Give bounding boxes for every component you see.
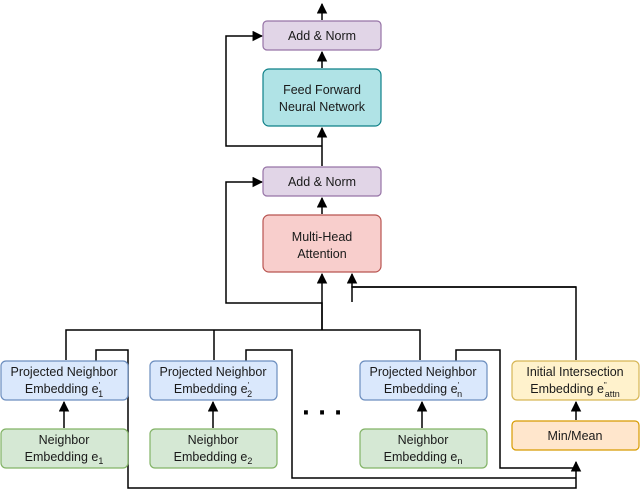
init-line1: Initial Intersection bbox=[526, 365, 623, 379]
mha-label-line2: Attention bbox=[297, 247, 346, 261]
query-to-mha-arrow bbox=[346, 272, 576, 288]
add-norm-mid-label: Add & Norm bbox=[288, 175, 356, 189]
proj2-to-minmean-wire bbox=[245, 349, 576, 479]
initial-intersection-box: Initial Intersection Embedding e"attn bbox=[511, 360, 640, 401]
multi-head-attention-box: Multi-Head Attention bbox=[262, 214, 382, 273]
projected-neighbor-n-box: Projected Neighbor Embedding e'n bbox=[359, 360, 488, 401]
projn-line2: Embedding e'n bbox=[384, 381, 462, 399]
add-norm-top-box: Add & Norm bbox=[262, 20, 382, 51]
proj1-to-minmean-wire bbox=[95, 349, 577, 489]
nb2-line2: Embedding e2 bbox=[174, 450, 253, 466]
neighbor-embedding-2-box: Neighbor Embedding e2 bbox=[149, 428, 278, 469]
nbn-line1: Neighbor bbox=[398, 433, 449, 447]
min-mean-box: Min/Mean bbox=[511, 420, 640, 451]
ffn-label-line2: Neural Network bbox=[279, 100, 366, 114]
mha-label-line1: Multi-Head bbox=[292, 230, 352, 244]
init-line2: Embedding e"attn bbox=[530, 381, 620, 399]
query-line bbox=[351, 286, 577, 360]
projected-neighbor-2-box: Projected Neighbor Embedding e'2 bbox=[149, 360, 278, 401]
ffn-label-line1: Feed Forward bbox=[283, 83, 361, 97]
nb2-line1: Neighbor bbox=[188, 433, 239, 447]
nb1-line2: Embedding e1 bbox=[25, 450, 104, 466]
kv-bus bbox=[65, 329, 421, 360]
ellipsis: · · · bbox=[302, 401, 342, 426]
nbn-line2: Embedding en bbox=[384, 450, 463, 466]
proj1-line2: Embedding e'1 bbox=[25, 381, 103, 399]
min-mean-label: Min/Mean bbox=[548, 429, 603, 443]
connectors bbox=[58, 2, 582, 489]
add-norm-top-label: Add & Norm bbox=[288, 29, 356, 43]
projn-to-minmean-wire bbox=[455, 349, 582, 472]
nb1-line1: Neighbor bbox=[39, 433, 90, 447]
neighbor-embedding-n-box: Neighbor Embedding en bbox=[359, 428, 488, 469]
proj1-line1: Projected Neighbor bbox=[10, 365, 117, 379]
feed-forward-box: Feed Forward Neural Network bbox=[262, 68, 382, 127]
add-norm-mid-box: Add & Norm bbox=[262, 166, 382, 197]
ffn-residual-arrow bbox=[225, 30, 322, 147]
projn-line1: Projected Neighbor bbox=[369, 365, 476, 379]
projected-neighbor-1-box: Projected Neighbor Embedding e'1 bbox=[0, 360, 129, 401]
proj2-line2: Embedding e'2 bbox=[174, 381, 252, 399]
neighbor-embedding-1-box: Neighbor Embedding e1 bbox=[0, 428, 129, 469]
proj2-line1: Projected Neighbor bbox=[159, 365, 266, 379]
